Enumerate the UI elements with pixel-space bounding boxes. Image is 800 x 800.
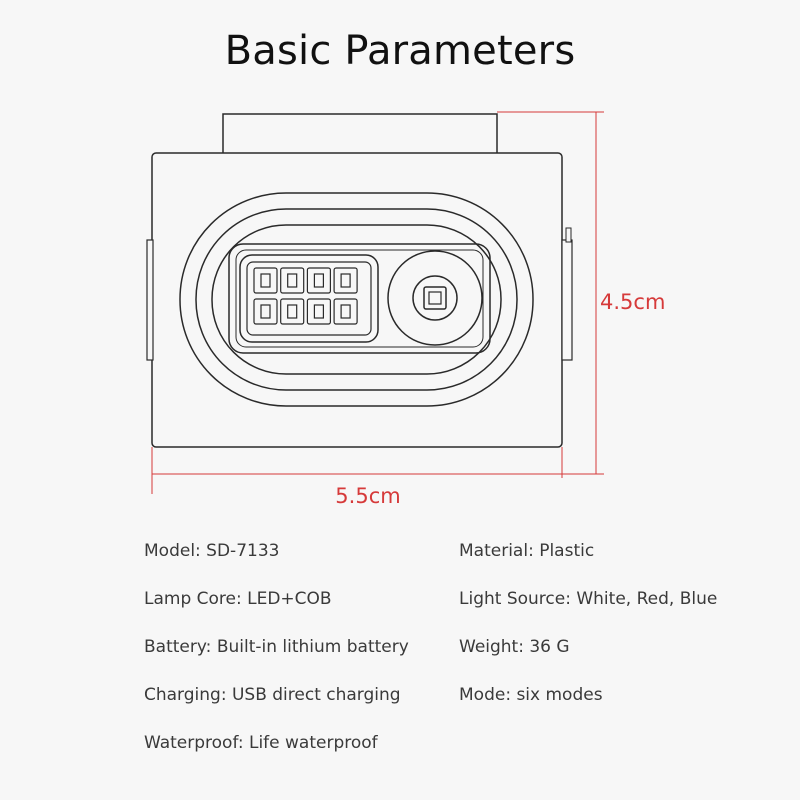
led-chip: [260, 304, 271, 319]
led-cell: [280, 298, 305, 325]
led-chip: [313, 273, 324, 288]
spotlight-inner: [412, 275, 458, 321]
lens-window: [228, 243, 491, 354]
middle-bezel: [195, 208, 518, 391]
left-side-tab: [146, 239, 154, 361]
spotlight-outer: [387, 250, 483, 346]
led-chip: [313, 304, 324, 319]
spec-light-source: Light Source: White, Red, Blue: [459, 589, 718, 609]
led-cell: [306, 298, 331, 325]
cob-chip: [423, 286, 447, 310]
spec-mode: Mode: six modes: [459, 685, 603, 705]
spec-charging: Charging: USB direct charging: [144, 685, 401, 705]
spec-list: Model: SD-7133 Material: Plastic Lamp Co…: [0, 536, 800, 776]
led-chip: [287, 304, 298, 319]
led-array: [253, 267, 358, 325]
lens-window-inner: [235, 249, 484, 348]
cob-chip-core: [428, 291, 442, 305]
spec-lamp-core: Lamp Core: LED+COB: [144, 589, 332, 609]
led-cell: [333, 298, 358, 325]
spec-battery: Battery: Built-in lithium battery: [144, 637, 409, 657]
inner-bezel: [211, 224, 502, 375]
led-cell: [253, 298, 278, 325]
right-side-tab: [561, 239, 573, 361]
spec-model: Model: SD-7133: [144, 541, 280, 561]
width-dimension-label: 5.5cm: [335, 484, 401, 508]
led-chip: [260, 273, 271, 288]
outer-bezel: [179, 192, 534, 407]
led-cell: [280, 267, 305, 294]
led-chip: [287, 273, 298, 288]
spec-material: Material: Plastic: [459, 541, 595, 561]
page-title: Basic Parameters: [224, 28, 576, 74]
spec-weight: Weight: 36 G: [459, 637, 570, 657]
height-dimension-label: 4.5cm: [600, 290, 666, 314]
top-clip: [222, 113, 498, 157]
led-chip: [340, 304, 351, 319]
led-panel-frame: [239, 254, 379, 343]
led-cell: [306, 267, 331, 294]
led-cell: [253, 267, 278, 294]
dimension-lines: [151, 111, 604, 494]
spec-waterproof: Waterproof: Life waterproof: [144, 733, 378, 753]
led-chip: [340, 273, 351, 288]
led-cell: [333, 267, 358, 294]
right-button: [565, 227, 572, 243]
led-panel: [246, 261, 372, 336]
